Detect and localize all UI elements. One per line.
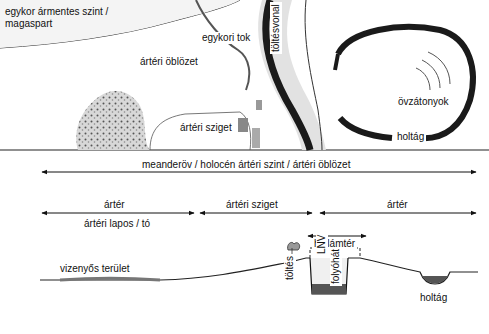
oxbow-end [335, 54, 338, 70]
profile-label: LNV [316, 233, 328, 256]
area-label: ártéri öblözet [140, 56, 198, 68]
flood-band [258, 0, 326, 150]
forest-patch [76, 91, 150, 150]
oxbow-lake [338, 27, 473, 138]
wet-area [60, 279, 160, 281]
terrace-label: egykor ármentes szint / magaspart [5, 6, 125, 29]
former-channel [196, 0, 249, 90]
profile-label: holtág [420, 292, 447, 304]
river [266, 0, 310, 150]
profile-label: töltés [284, 254, 296, 282]
extent-arrow [42, 213, 194, 214]
map-frame [0, 149, 489, 150]
profile-label: vizenyős terület [60, 263, 129, 275]
point-bar [416, 68, 430, 90]
extent-arrow [42, 172, 476, 173]
extent-label: ártér [102, 199, 127, 211]
extent-label: ártéri sziget [224, 199, 280, 211]
extent-arrow [320, 213, 476, 214]
extent-arrow [200, 213, 312, 214]
island-outline [150, 112, 251, 150]
profile-label: folyóhát [330, 247, 342, 286]
levee-label: töltésvonal [270, 2, 282, 54]
parcel [238, 118, 248, 132]
profile-line [348, 258, 478, 284]
levee-line [305, 0, 322, 150]
extent-label: meanderöv / holocén ártéri szint / ártér… [140, 159, 352, 171]
profile-line [40, 258, 310, 280]
oxbow-water [422, 276, 448, 284]
parcel [252, 128, 260, 148]
channel [310, 258, 348, 294]
extent-label: ártéri lapos / tó [84, 218, 150, 230]
parcel [256, 100, 262, 110]
channel-label: egykori tok [200, 32, 252, 44]
island-label: ártéri sziget [180, 122, 232, 134]
extent-label: ártér [385, 199, 410, 211]
bar-label: övzátonyok [398, 96, 449, 108]
oxbow-label: holtág [395, 131, 426, 143]
